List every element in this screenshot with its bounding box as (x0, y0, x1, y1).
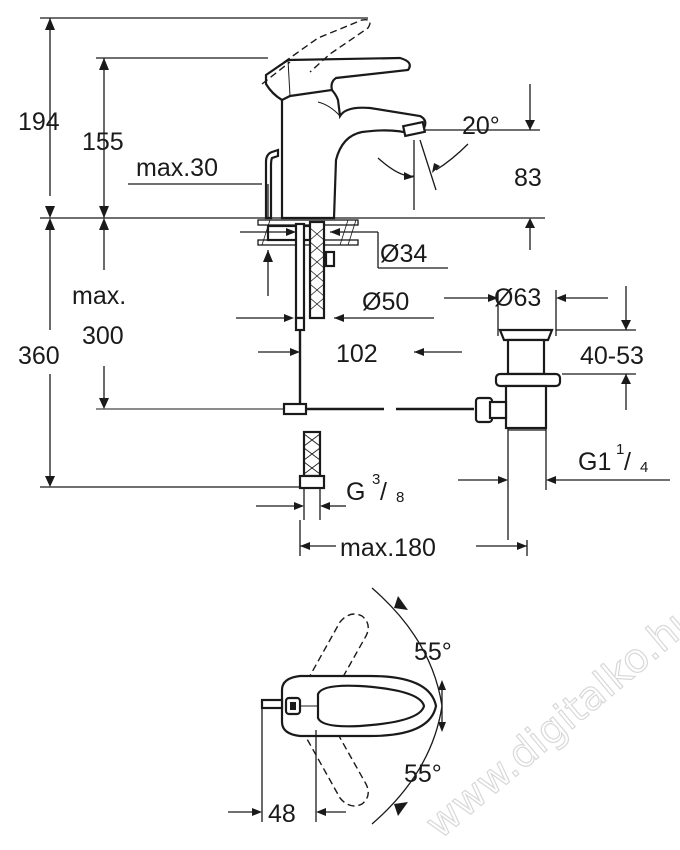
dim-50-label: Ø50 (362, 288, 409, 316)
handle-rotated-left (301, 613, 369, 701)
faucet-top-spout (316, 684, 426, 728)
dim-4053-label: 40-53 (580, 342, 644, 370)
rotation-right-label: 55° (404, 760, 442, 788)
lower-hose-braid (303, 433, 321, 475)
handle-rotated-right (301, 719, 369, 807)
dim-max30-label: max.30 (136, 154, 218, 182)
dim-angle-arc-left (377, 157, 415, 177)
dim-angle-arrows (404, 163, 440, 180)
dim-194-label: 194 (18, 108, 60, 136)
dim-360-label: 360 (18, 342, 60, 370)
dim-83-label: 83 (514, 164, 542, 192)
dim-g114-slash: / (624, 448, 631, 476)
lever-handle (264, 56, 411, 102)
dim-g38-sup: 3 (372, 471, 380, 488)
hose-connector-nut (298, 474, 326, 490)
dim-g38-arrows (294, 502, 330, 510)
dim-300-label-value: 300 (82, 322, 124, 350)
watermark: www.digitalko.hu (417, 594, 680, 848)
top-popup-rod (260, 698, 284, 710)
dim-g38-label: G (346, 478, 365, 506)
dim-300-label-top: max. (72, 282, 126, 310)
spout-seam (317, 101, 341, 117)
dim-180-label: max.180 (340, 534, 436, 562)
lever-handle-raised (265, 18, 371, 76)
dim-102-label: 102 (336, 340, 378, 368)
waste-valve-nut (494, 372, 562, 388)
waste-valve-flange (498, 328, 554, 342)
dim-g114-label: G1 (578, 448, 611, 476)
dim-g114-arrows (498, 476, 556, 484)
waste-lever-sleeve (488, 400, 508, 420)
threaded-stud (294, 222, 306, 320)
dim-34-label: Ø34 (380, 240, 427, 268)
dim-angle-ray (419, 139, 437, 191)
dim-48-label: 48 (268, 800, 296, 828)
handle-edge (287, 59, 291, 97)
dim-plate-arrow (263, 250, 273, 262)
dim-20deg-label: 20° (462, 112, 500, 140)
dim-g38-sub: 8 (396, 489, 404, 506)
counter-slab-top (257, 219, 359, 226)
hose-braid (309, 227, 325, 311)
side-view: 194 155 max.30 20° 83 Ø34 (18, 17, 670, 562)
spout-aerator (401, 120, 427, 138)
dim-g38-slash: / (380, 478, 387, 506)
dim-angle-arc-right (435, 143, 469, 171)
popup-rod (264, 148, 280, 220)
top-popup-knob-inner (290, 702, 296, 710)
waste-valve-body (506, 338, 546, 376)
faucet-body (280, 86, 427, 220)
dim-63-label: Ø63 (494, 284, 541, 312)
dim-g114-sup: 1 (616, 441, 624, 458)
handle-raised-edge (261, 61, 291, 85)
dim-g114-sub: 4 (640, 459, 648, 476)
rotation-left-label: 55° (414, 638, 452, 666)
top-view: 55° 55° 48 (228, 587, 452, 828)
dim-155-label: 155 (82, 128, 124, 156)
stud-nut (294, 316, 306, 332)
waste-valve-lower (504, 384, 548, 430)
counter-slab-bottom (257, 239, 359, 246)
linkage-clip (282, 402, 308, 416)
hose-nut (324, 250, 336, 268)
